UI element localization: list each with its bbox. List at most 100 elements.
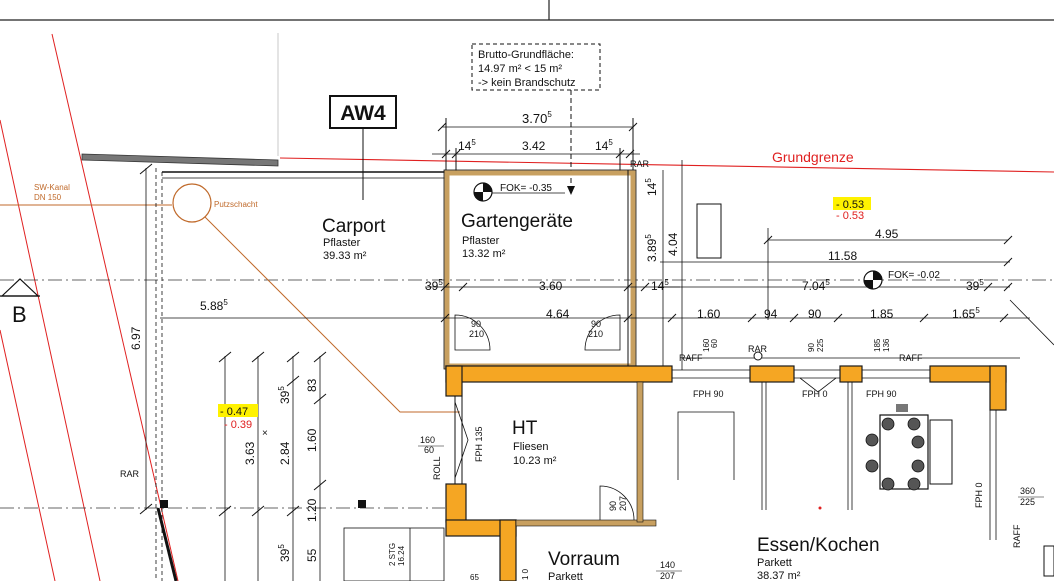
roof-edge	[81, 153, 279, 167]
skylight	[696, 203, 722, 259]
fph-90-1: FPH 90	[693, 389, 724, 399]
dim-right: 145	[595, 138, 613, 153]
win-160: 160	[420, 435, 435, 445]
fok-label-2: FOK= -0.02	[888, 270, 940, 281]
fph-0-2: FPH 0	[974, 482, 984, 508]
dim-v-39b: 395	[277, 544, 292, 562]
carport-name: Carport	[322, 216, 386, 237]
downpipe	[753, 351, 763, 361]
dining-chairs	[865, 417, 925, 491]
door-2-width: 90	[591, 319, 601, 329]
dim-v-404: 4.04	[666, 232, 680, 256]
diagonal-right	[1009, 299, 1054, 346]
chair-top	[896, 404, 908, 412]
gross-area-arrow	[567, 186, 575, 195]
kitchen-name: Essen/Kochen	[757, 535, 880, 556]
window-strips	[672, 357, 1020, 393]
garden-shed-outline	[443, 169, 637, 370]
boundary-diagonal-3	[0, 329, 56, 581]
spot-1-a: - 0.53	[836, 199, 864, 211]
raff-2: RAFF	[899, 353, 923, 363]
dim-94: 94	[764, 307, 778, 321]
ht-material: Fliesen	[513, 441, 548, 453]
dim-ticks-right	[763, 235, 1013, 292]
dim-165: 1.655	[952, 306, 980, 321]
win-160b: 160	[702, 338, 711, 352]
win-60: 60	[424, 445, 434, 455]
boundary-diagonal-2	[0, 119, 101, 581]
exterior-walls	[445, 365, 1007, 581]
raff-1: RAFF	[679, 353, 703, 363]
dim-v-160: 1.60	[305, 428, 319, 452]
right-edge-fixture	[1043, 545, 1054, 577]
dim-v-39: 395	[277, 386, 292, 404]
dim-mid: 3.42	[522, 139, 546, 153]
win-185: 185	[873, 338, 882, 352]
dim-v-83: 83	[305, 378, 319, 392]
dim-left: 145	[458, 138, 476, 153]
section-marker-triangle	[0, 278, 40, 297]
inner-wall-wood	[515, 519, 657, 527]
door-swing-2	[584, 314, 621, 351]
garden-area: 13.32 m²	[462, 248, 506, 260]
win-60b: 60	[710, 339, 719, 348]
kitchen-counter	[677, 382, 997, 540]
door-2-height: 210	[588, 329, 603, 339]
aw4-box	[329, 95, 397, 129]
inner-wall-wood-2	[636, 381, 644, 523]
post	[358, 500, 366, 508]
window-opening-ht	[454, 401, 469, 479]
gross-area-line1: Brutto-Grundfläche:	[478, 49, 574, 61]
stair-2: 16.24	[397, 545, 406, 566]
dim-v-389: 3.895	[644, 234, 659, 262]
sewer-label-2: DN 150	[34, 193, 62, 202]
dim-39-left: 395	[425, 278, 443, 293]
door-3-width: 90	[608, 501, 618, 511]
dim-495: 4.95	[875, 227, 899, 241]
ht-name: HT	[512, 418, 538, 439]
dim-ticks-left	[139, 163, 327, 517]
level-marker-2-fill	[864, 271, 882, 289]
dim-v-55: 55	[305, 548, 319, 562]
rar-mid: RAR	[748, 344, 768, 354]
dim-65: 65	[470, 573, 479, 581]
dim-39-right: 395	[966, 278, 984, 293]
dim-ticks-top	[437, 118, 638, 170]
sewer-label-1: SW-Kanal	[34, 183, 70, 192]
dim-ticks-chain	[441, 148, 635, 172]
dim-14-right: 145	[651, 278, 669, 293]
dim-v-120: 1.20	[305, 498, 319, 522]
fph-135-label: FPH 135	[474, 426, 484, 462]
raff-3: RAFF	[1012, 524, 1022, 548]
door-3-height: 207	[618, 496, 628, 511]
win-136: 136	[882, 338, 891, 352]
dim-90: 90	[808, 307, 822, 321]
spot-2-b: - 0.39	[224, 419, 252, 431]
boundary-label: Grundgrenze	[772, 149, 854, 165]
fok-label-1: FOK= -0.35	[500, 183, 552, 194]
dim-360: 3.60	[539, 279, 563, 293]
spot-highlight-1	[833, 197, 871, 210]
level-marker-1-fill	[474, 183, 492, 201]
vorraum-name: Vorraum	[548, 549, 620, 570]
vorraum-material: Parkett	[548, 571, 583, 581]
dim-v-14: 145	[644, 178, 659, 196]
gross-area-box	[471, 43, 601, 91]
sewer-connection	[204, 216, 460, 413]
gross-area-line3: -> kein Brandschutz	[478, 77, 576, 89]
win-360: 360	[1020, 486, 1035, 496]
door-swing-3	[599, 485, 635, 521]
fph-90-2: FPH 90	[866, 389, 897, 399]
dim-overall: 3.705	[522, 110, 552, 126]
carport-area: 39.33 m²	[323, 250, 367, 262]
section-marker-label: B	[12, 302, 27, 327]
inspection-shaft	[172, 183, 212, 223]
red-dot	[818, 506, 822, 510]
dim-1158: 11.58	[828, 249, 857, 263]
win-225b: 225	[1020, 497, 1035, 507]
dining-bench	[929, 419, 953, 485]
carport-material: Pflaster	[323, 237, 361, 249]
kitchen-material: Parkett	[757, 557, 792, 569]
dim-10: 1 0	[521, 568, 530, 580]
